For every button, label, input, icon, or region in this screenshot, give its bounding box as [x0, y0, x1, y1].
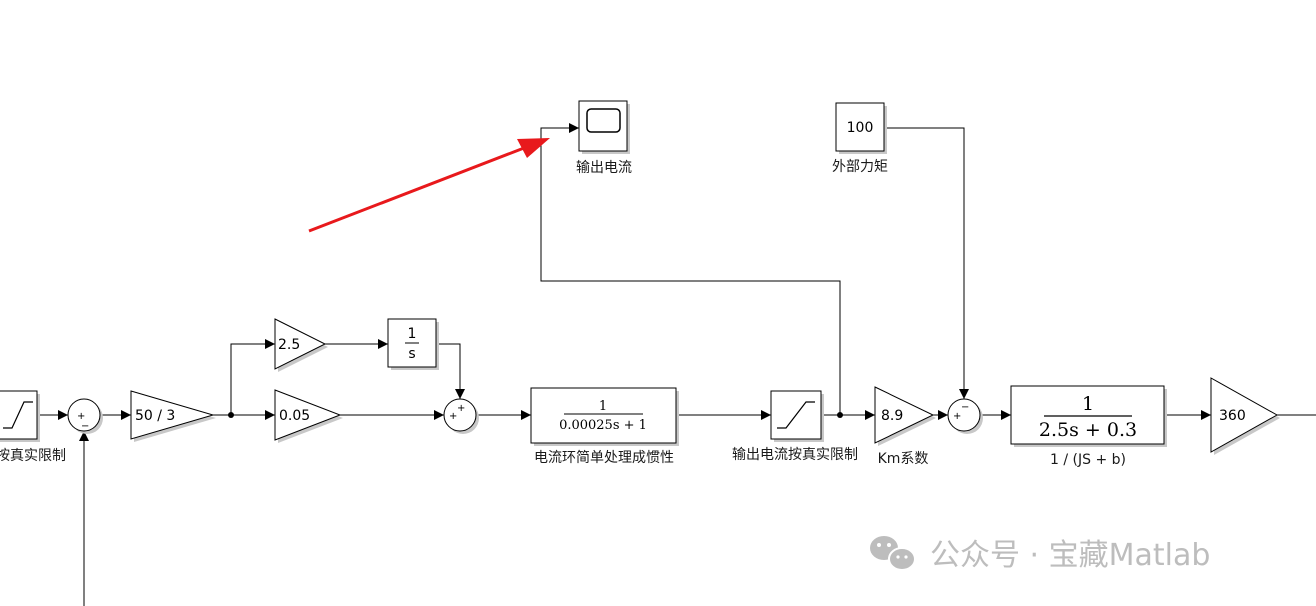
current-loop-tf-denominator: 0.00025s + 1 [559, 418, 647, 433]
wire-integrator-to-sum2[interactable] [436, 343, 465, 399]
annotation-arrow [308, 138, 550, 233]
mechanical-tf-denominator: 2.5s + 0.3 [1039, 419, 1137, 441]
sum3-block[interactable]: + − [947, 398, 983, 434]
integrator-block[interactable]: 1 s [387, 318, 439, 370]
sum2-block[interactable]: + + [443, 398, 479, 434]
gain-km-value: 8.9 [881, 408, 903, 424]
integrator-denominator: s [408, 346, 415, 362]
gain-km-block[interactable]: 8.9 Km系数 [874, 386, 936, 467]
watermark: 公众号 · 宝藏Matlab [870, 536, 1210, 573]
sum1-block[interactable]: + − [67, 398, 103, 434]
watermark-text: 公众号 · 宝藏Matlab [930, 538, 1210, 573]
external-torque-block[interactable]: 100 外部力矩 [832, 102, 888, 175]
wire-torque-to-sum3[interactable] [884, 127, 969, 399]
gain-kp-block[interactable]: 2.5 [274, 318, 328, 372]
sum3-sign-top: − [961, 402, 969, 413]
scope-block[interactable]: 输出电流 [576, 100, 632, 176]
integrator-numerator: 1 [408, 326, 417, 342]
saturation-current-label: 输出电流按真实限制 [732, 447, 858, 463]
scope-screen-icon [586, 108, 621, 133]
gain-50-3-block[interactable]: 50 / 3 [130, 390, 216, 442]
sum2-sign-left: + [449, 411, 457, 422]
sum2-sign-top: + [457, 403, 465, 414]
current-loop-tf-block[interactable]: 1 0.00025s + 1 电流环简单处理成惯性 [530, 387, 679, 466]
gain-km-label: Km系数 [878, 451, 929, 467]
external-torque-value: 100 [847, 120, 874, 136]
external-torque-label: 外部力矩 [832, 159, 888, 175]
saturation-left-block[interactable]: 按真实限制 [0, 390, 66, 464]
wire-branch-to-kp[interactable] [230, 339, 275, 415]
sum1-sign-plus: + [77, 411, 85, 422]
scope-label: 输出电流 [576, 160, 632, 176]
gain-360-block[interactable]: 360 [1210, 377, 1280, 455]
signal-wires [37, 123, 1316, 606]
wire-branch-to-scope[interactable] [540, 123, 841, 415]
gain-360-value: 360 [1219, 408, 1246, 424]
sum3-sign-left: + [953, 411, 961, 422]
gain-kp-value: 2.5 [278, 337, 300, 353]
saturation-icon [3, 401, 33, 429]
current-loop-tf-label: 电流环简单处理成惯性 [534, 449, 674, 466]
mechanical-tf-numerator: 1 [1082, 393, 1094, 415]
gain-ki-value: 0.05 [279, 408, 310, 424]
saturation-left-label: 按真实限制 [0, 448, 66, 464]
current-loop-tf-numerator: 1 [599, 399, 607, 414]
saturation-current-icon [777, 401, 815, 429]
mechanical-tf-label: 1 / (JS + b) [1050, 452, 1126, 468]
gain-50-3-value: 50 / 3 [135, 408, 175, 424]
gain-ki-block[interactable]: 0.05 [274, 389, 343, 443]
wechat-icon [870, 536, 916, 571]
sum1-sign-minus: − [81, 421, 89, 432]
mechanical-tf-block[interactable]: 1 2.5s + 0.3 1 / (JS + b) [1010, 385, 1167, 468]
saturation-current-block[interactable]: 输出电流按真实限制 [732, 390, 858, 463]
